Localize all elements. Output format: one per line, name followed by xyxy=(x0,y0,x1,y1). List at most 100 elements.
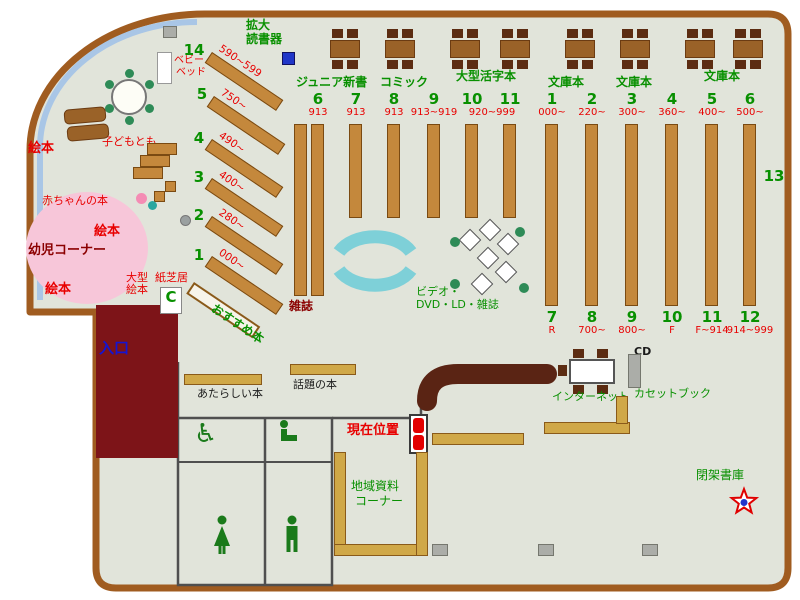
wall-shelf-number: 13 xyxy=(763,167,785,185)
shelf-range: F~914 xyxy=(695,325,729,336)
chair xyxy=(597,349,608,358)
bunko-shelf-2 xyxy=(585,124,598,306)
entrance-label: 入口 xyxy=(99,339,130,357)
chair xyxy=(622,60,633,69)
chair xyxy=(332,29,343,38)
large-picture-books-label: 大型絵本 xyxy=(126,271,148,297)
reading-table xyxy=(450,40,480,58)
shelf-number: 7 xyxy=(546,308,558,326)
chair xyxy=(597,385,608,394)
kids-cube-shelf xyxy=(154,191,165,202)
closed-stacks-star-icon xyxy=(728,486,760,515)
shelf-number: 4 xyxy=(666,90,678,108)
picture-books-label-1: 絵本 xyxy=(28,141,55,156)
topic-books-shelf xyxy=(290,364,356,375)
chair xyxy=(467,29,478,38)
kids-stool-pink xyxy=(136,193,147,204)
kids-chair xyxy=(145,104,154,113)
chair xyxy=(637,60,648,69)
av-stool xyxy=(519,283,529,293)
magnifier-device-icon xyxy=(282,52,295,65)
baby-bed xyxy=(157,52,172,84)
internet-label: インターネット xyxy=(552,390,629,403)
shelf-number: 1 xyxy=(193,246,205,264)
chair xyxy=(332,60,343,69)
local-materials-label-2: コーナー xyxy=(355,494,404,508)
kids-step-shelf xyxy=(133,167,163,179)
shelf-range: 913 xyxy=(384,107,404,118)
av-stool xyxy=(450,237,460,247)
pillar xyxy=(538,544,554,556)
local-materials-shelf-left xyxy=(334,452,346,556)
pillar xyxy=(432,544,448,556)
shelf-range: 300~ xyxy=(618,107,646,118)
return-shelf xyxy=(432,433,524,445)
kids-chair xyxy=(105,104,114,113)
restroom-walls xyxy=(176,362,423,587)
shelf-range: 800~ xyxy=(618,325,646,336)
shelf-number: 6 xyxy=(744,90,756,108)
chair xyxy=(702,29,713,38)
reading-table xyxy=(620,40,650,58)
gray-stool xyxy=(180,215,191,226)
new-books-label: あたらしい本 xyxy=(197,387,263,400)
curved-shelf-top xyxy=(333,230,417,257)
magazines-label: 雑誌 xyxy=(289,299,314,313)
chair xyxy=(735,60,746,69)
shelf-range: 700~ xyxy=(578,325,606,336)
kids-step-shelf xyxy=(140,155,170,167)
curved-shelf-bottom xyxy=(333,265,417,292)
chair xyxy=(347,60,358,69)
kids-chair xyxy=(105,80,114,89)
kids-step-shelf xyxy=(147,143,177,155)
bookshelf-10 xyxy=(465,124,478,218)
shelf-range: 360~ xyxy=(658,107,686,118)
shelf-range: 220~ xyxy=(578,107,606,118)
shelf-number: 1 xyxy=(546,90,558,108)
chair xyxy=(402,29,413,38)
chair xyxy=(402,60,413,69)
shelf-number: 2 xyxy=(586,90,598,108)
magazine-shelf xyxy=(294,124,307,296)
shelf-number: 9 xyxy=(626,308,638,326)
topic-books-label: 話題の本 xyxy=(293,378,337,391)
av-stool xyxy=(450,279,460,289)
kamishibai-stand-mark: C xyxy=(165,288,177,306)
chair xyxy=(467,60,478,69)
shelf-number: 11 xyxy=(701,308,723,326)
baby-books-area xyxy=(26,192,148,304)
gate-red-mark xyxy=(413,418,424,433)
chair xyxy=(452,60,463,69)
chair xyxy=(558,365,567,376)
chair xyxy=(517,29,528,38)
current-location-label: 現在位置 xyxy=(347,423,400,438)
woman-restroom-icon xyxy=(214,515,230,554)
chair xyxy=(582,29,593,38)
man-restroom-icon xyxy=(286,515,298,552)
bookshelf-6 xyxy=(311,124,324,296)
chair xyxy=(637,29,648,38)
chair xyxy=(502,29,513,38)
bookshelf-8 xyxy=(387,124,400,218)
shelf-range: 913 xyxy=(346,107,366,118)
baby-room-icon xyxy=(280,420,297,441)
reading-table xyxy=(500,40,530,58)
pillar xyxy=(642,544,658,556)
cassette-shelf-h xyxy=(544,422,630,434)
picture-books-label-3: 絵本 xyxy=(45,282,72,297)
entrance-vestibule-block xyxy=(96,305,178,458)
current-location-marker xyxy=(409,414,428,454)
section-header-junior: ジュニア新書 xyxy=(296,75,368,89)
bunko-shelf-4 xyxy=(665,124,678,306)
local-materials-shelf-right xyxy=(416,452,428,556)
chair xyxy=(702,60,713,69)
bunko-shelf-6 xyxy=(743,124,756,306)
chair xyxy=(573,349,584,358)
chair xyxy=(502,60,513,69)
shelf-number: 3 xyxy=(193,168,205,186)
pillar xyxy=(628,354,641,388)
section-header-bunko-2: 文庫本 xyxy=(616,75,653,89)
section-header-bunko-1: 文庫本 xyxy=(548,75,585,89)
section-header-comic: コミック xyxy=(380,75,429,89)
picture-books-label-2: 絵本 xyxy=(94,224,121,239)
